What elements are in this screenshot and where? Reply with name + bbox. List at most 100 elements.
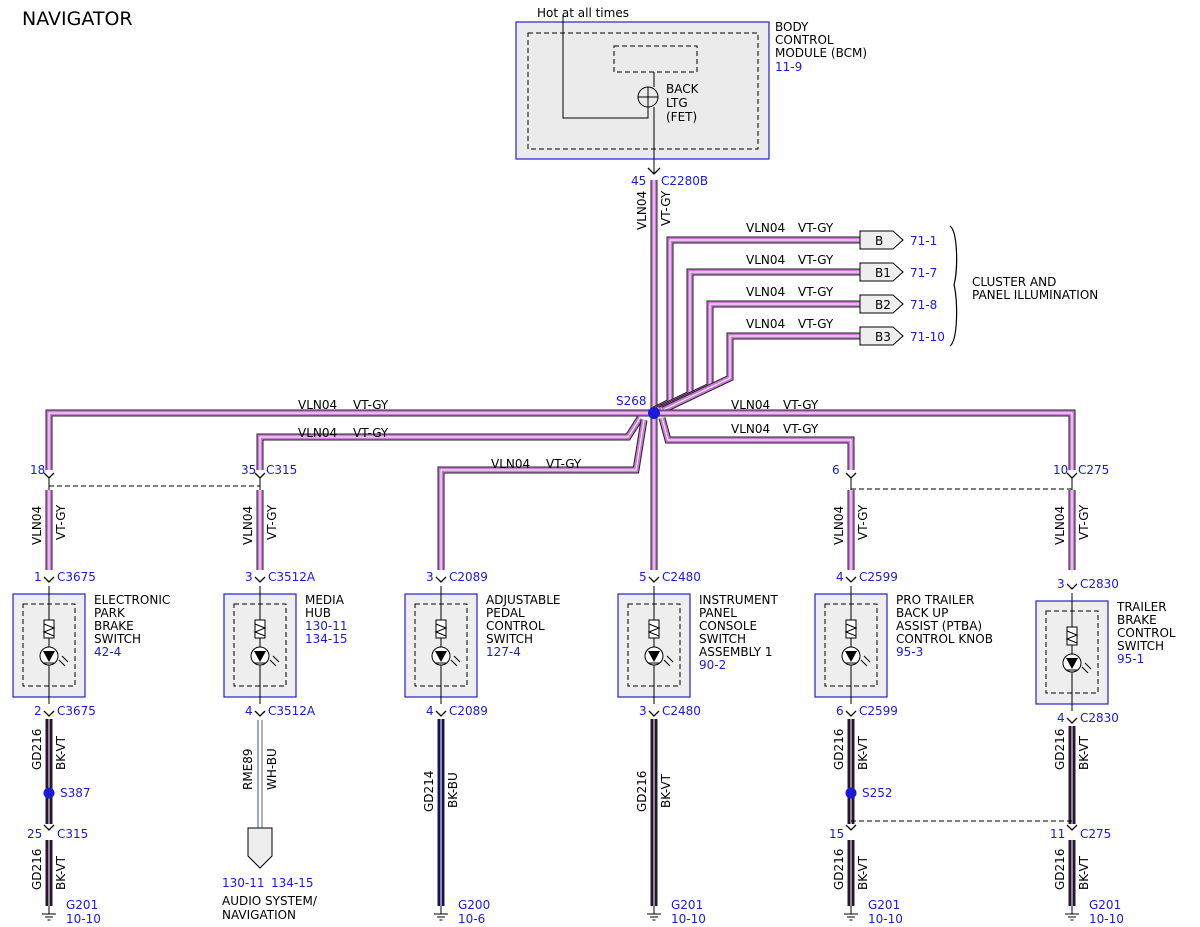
hot-label: Hot at all times bbox=[537, 6, 629, 20]
cluster-tag-B1: B1 bbox=[875, 266, 891, 280]
branch-1-conn3: C315 bbox=[57, 827, 88, 841]
branch-2-dest-ref2: 134-15 bbox=[271, 876, 314, 890]
branch-6-gnd2-color: BK-VT bbox=[1077, 855, 1091, 890]
pedal-bus-wire-outline bbox=[437, 419, 648, 570]
cluster-label-1: CLUSTER AND bbox=[972, 275, 1056, 289]
branch-2-dest-2: NAVIGATION bbox=[222, 908, 296, 922]
cluster-wire-3-center bbox=[662, 335, 860, 411]
branch-4-label-4: ASSEMBLY 1 bbox=[699, 645, 772, 659]
branch-4-switch-led-diode bbox=[648, 651, 660, 662]
branch-3-label-3: SWITCH bbox=[486, 632, 533, 646]
branch-1-label-1: PARK bbox=[94, 606, 126, 620]
branch-3-pin2: 4 bbox=[426, 704, 434, 718]
branch-2-pin2-arrow bbox=[254, 710, 266, 717]
branch-1-ref-0: 42-4 bbox=[94, 645, 121, 659]
cluster-circuit-3: VLN04 bbox=[746, 317, 785, 331]
cluster-tag-B3: B3 bbox=[875, 330, 891, 344]
branch-3-pin2-arrow bbox=[435, 710, 447, 717]
bcm-label-1: BODY bbox=[775, 20, 809, 34]
branch-6-top-conn: C275 bbox=[1078, 463, 1109, 477]
cluster-ref-B3: 71-10 bbox=[910, 330, 945, 344]
hub-bus-color: VT-GY bbox=[353, 426, 389, 440]
cluster-connector-B2 bbox=[859, 294, 904, 314]
ptba-bus-wire-center bbox=[661, 417, 852, 470]
bcm-module: Hot at all times BACK LTG (FET) BODY CON… bbox=[515, 6, 867, 174]
branch-1-label-2: BRAKE bbox=[94, 619, 134, 633]
branch-1-switch-led-diode bbox=[43, 651, 55, 662]
branch-5-ground-label: G201 bbox=[868, 898, 900, 912]
branch-5-switch-resistor bbox=[845, 619, 857, 639]
cluster-connector-B1 bbox=[859, 262, 904, 282]
branch-5-pin2-arrow bbox=[845, 710, 857, 717]
branch-1-pin3-arrow bbox=[43, 824, 55, 831]
cluster-color-0: VT-GY bbox=[798, 221, 834, 235]
branch-6-pin1: 3 bbox=[1057, 577, 1065, 591]
cluster-brace bbox=[949, 225, 958, 347]
pedal-bus-circuit: VLN04 bbox=[491, 457, 530, 471]
branch-5-label-0: PRO TRAILER bbox=[896, 593, 974, 607]
branch-1-pin3: 25 bbox=[27, 827, 42, 841]
branch-1-switch bbox=[12, 586, 86, 704]
branch-2-ref-0: 130-11 bbox=[305, 619, 348, 633]
branch-2-pin1-arrow bbox=[254, 576, 266, 583]
branch-4-switch-resistor bbox=[648, 619, 660, 639]
branch-2-switch-resistor bbox=[254, 619, 266, 639]
branch-4-pin2-arrow bbox=[648, 710, 660, 717]
fet-label-2: LTG bbox=[666, 96, 688, 110]
branch-4-label-3: SWITCH bbox=[699, 632, 746, 646]
pedal-bus-wire bbox=[438, 419, 647, 570]
branch-2-out-circuit: RME89 bbox=[241, 748, 255, 790]
branch-2-ref-1: 134-15 bbox=[305, 632, 348, 646]
pedal-bus-wire-center bbox=[440, 419, 645, 570]
bcm-label-3: MODULE (BCM) bbox=[775, 46, 867, 60]
branch-5-pin1: 4 bbox=[836, 570, 844, 584]
hub-bus-wire-center bbox=[259, 417, 641, 470]
branch-2-mid-circuit: VLN04 bbox=[241, 506, 255, 545]
branch-5-gnd-circuit: GD216 bbox=[832, 729, 846, 770]
branch-6-conn1: C2830 bbox=[1080, 577, 1119, 591]
cluster-ref-B2: 71-8 bbox=[910, 298, 937, 312]
branch-1-mid-circuit: VLN04 bbox=[30, 506, 44, 545]
branch-6-pin3-arrow bbox=[1066, 824, 1078, 831]
branch-6-pin2-arrow bbox=[1066, 717, 1078, 724]
branch-5-mid-circuit: VLN04 bbox=[832, 506, 846, 545]
trunk-color: VT-GY bbox=[659, 190, 673, 226]
branch-3-switch-led-diode bbox=[435, 651, 447, 662]
branch-3-ground-label: G200 bbox=[458, 898, 490, 912]
left-bus-circuit: VLN04 bbox=[298, 398, 337, 412]
branch-5-label-3: CONTROL KNOB bbox=[896, 632, 993, 646]
branch-2-out-color: WH-BU bbox=[265, 748, 279, 790]
ptba-bus-circuit: VLN04 bbox=[731, 422, 770, 436]
branch-6-ref-0: 95-1 bbox=[1117, 652, 1144, 666]
bcm-label-2: CONTROL bbox=[775, 33, 834, 47]
branch-6-gnd-color: BK-VT bbox=[1077, 735, 1091, 770]
branch-5-pin3-arrow bbox=[845, 824, 857, 831]
branch-6-mid-color: VT-GY bbox=[1077, 504, 1091, 540]
branch-1-gnd-circuit: GD216 bbox=[30, 729, 44, 770]
branch-1-pin2: 2 bbox=[34, 704, 42, 718]
branch-6-label-3: SWITCH bbox=[1117, 639, 1164, 653]
branch-5-switch-led-diode bbox=[845, 651, 857, 662]
branch-6-pin3: 11 bbox=[1050, 827, 1065, 841]
branch-6-pin2: 4 bbox=[1057, 711, 1065, 725]
branch-4-label-2: CONSOLE bbox=[699, 619, 757, 633]
branch-6-gnd-circuit: GD216 bbox=[1053, 729, 1067, 770]
branch-1-ground-label: G201 bbox=[66, 898, 98, 912]
branch-1-pin2-arrow bbox=[43, 710, 55, 717]
branch-5-ground-ref: 10-10 bbox=[868, 912, 903, 926]
cluster-circuit-2: VLN04 bbox=[746, 285, 785, 299]
branch-3-switch-resistor bbox=[435, 619, 447, 639]
cluster-connector-B bbox=[859, 230, 904, 250]
branch-4-pin2: 3 bbox=[639, 704, 647, 718]
branch-2-dest-1: AUDIO SYSTEM/ bbox=[222, 894, 318, 908]
branch-1-label-3: SWITCH bbox=[94, 632, 141, 646]
right-bus-circuit: VLN04 bbox=[731, 398, 770, 412]
branch-4-label-1: PANEL bbox=[699, 606, 737, 620]
branch-6-switch-resistor-zigzag bbox=[1065, 630, 1079, 644]
branch-1-splice bbox=[43, 787, 55, 799]
branch-1-gnd-color: BK-VT bbox=[54, 735, 68, 770]
branch-4-switch-resistor-zigzag bbox=[647, 623, 661, 637]
fet-label-1: BACK bbox=[666, 82, 700, 96]
branch-4-switch bbox=[617, 586, 691, 704]
